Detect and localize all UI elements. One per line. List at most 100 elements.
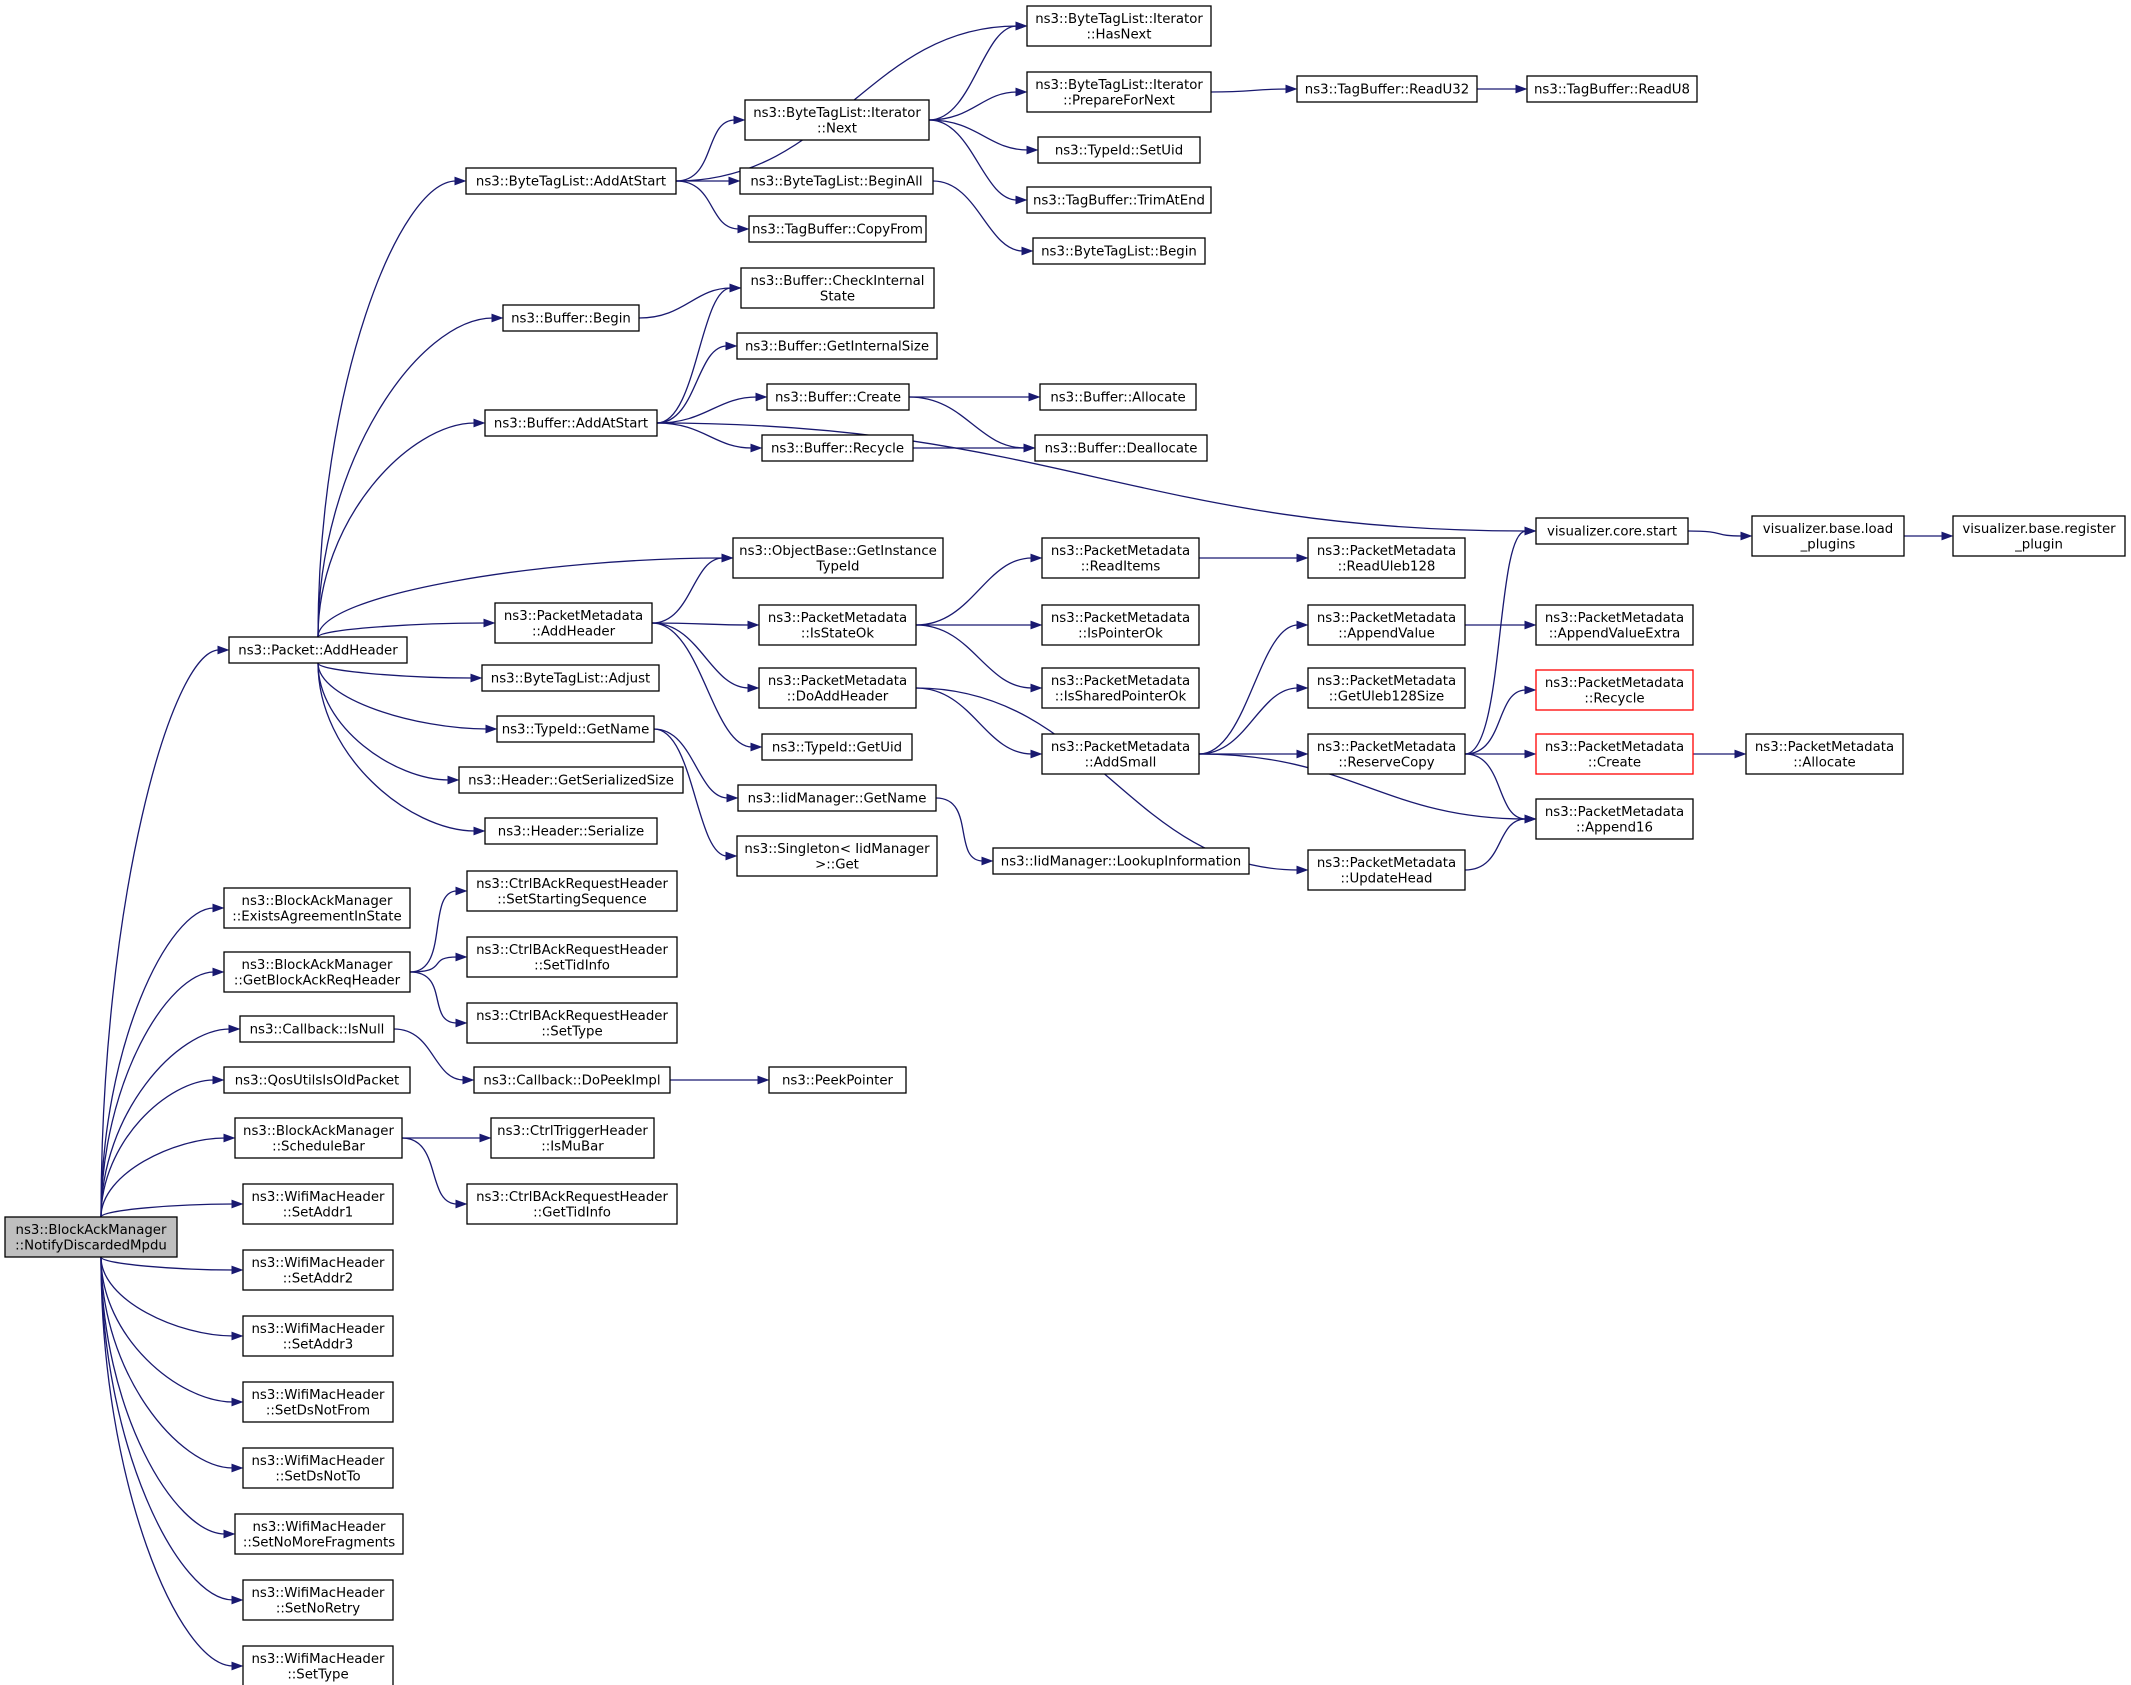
edge-root-to-set-addr1 <box>100 1199 244 1218</box>
node-pm-recycle[interactable]: ns3::PacketMetadata::Recycle <box>1535 669 1694 711</box>
edge-arrowhead <box>231 1265 244 1275</box>
node-tb-read-u32[interactable]: ns3::TagBuffer::ReadU32 <box>1296 75 1478 103</box>
node-label: _plugins <box>1800 537 1856 552</box>
node-hdr-serialize[interactable]: ns3::Header::Serialize <box>484 817 658 845</box>
node-buf-create[interactable]: ns3::Buffer::Create <box>766 383 910 411</box>
edge-root-to-add-header <box>100 645 230 1218</box>
edge-root-to-qos-old <box>100 1075 225 1218</box>
node-buf-begin[interactable]: ns3::Buffer::Begin <box>502 304 640 332</box>
node-pm-update-head[interactable]: ns3::PacketMetadata::UpdateHead <box>1307 849 1466 891</box>
node-exists-agreement[interactable]: ns3::BlockAckManager::ExistsAgreementInS… <box>223 887 411 929</box>
node-type-id-set-uid[interactable]: ns3::TypeId::SetUid <box>1037 136 1201 164</box>
node-label: ns3::Buffer::Recycle <box>771 442 904 457</box>
node-viz-register-plugin[interactable]: visualizer.base.register_plugin <box>1952 515 2126 557</box>
node-box <box>761 434 914 462</box>
node-pm-read-uleb128[interactable]: ns3::PacketMetadata::ReadUleb128 <box>1307 537 1466 579</box>
node-tb-trim-at-end[interactable]: ns3::TagBuffer::TrimAtEnd <box>1026 186 1212 214</box>
node-label: ns3::TagBuffer::ReadU32 <box>1305 83 1469 98</box>
node-box <box>1041 667 1200 709</box>
node-pm-create[interactable]: ns3::PacketMetadata::Create <box>1535 733 1694 775</box>
node-iid-get-name[interactable]: ns3::IidManager::GetName <box>737 784 937 812</box>
node-label: ns3::PacketMetadata <box>1317 856 1456 871</box>
node-pm-add-small[interactable]: ns3::PacketMetadata::AddSmall <box>1041 733 1200 775</box>
node-viz-core-start[interactable]: visualizer.core.start <box>1535 517 1689 545</box>
node-box <box>758 604 917 646</box>
node-pm-append-value-extra[interactable]: ns3::PacketMetadata::AppendValueExtra <box>1535 604 1694 646</box>
node-btl-iter-next[interactable]: ns3::ByteTagList::Iterator::Next <box>744 99 930 141</box>
node-hdr-get-ser-size[interactable]: ns3::Header::GetSerializedSize <box>458 766 684 794</box>
node-pm-is-shared-ptr-ok[interactable]: ns3::PacketMetadata::IsSharedPointerOk <box>1041 667 1200 709</box>
node-peek-pointer[interactable]: ns3::PeekPointer <box>768 1066 907 1094</box>
node-label: ns3::BlockAckManager <box>242 894 393 909</box>
node-set-addr1[interactable]: ns3::WifiMacHeader::SetAddr1 <box>242 1183 394 1225</box>
node-ctrl-set-start-seq[interactable]: ns3::CtrlBAckRequestHeader::SetStartingS… <box>466 870 678 912</box>
node-pm-do-add-header[interactable]: ns3::PacketMetadata::DoAddHeader <box>758 667 917 709</box>
node-type-id-get-uid[interactable]: ns3::TypeId::GetUid <box>761 733 913 761</box>
node-ctrl-set-tid-info[interactable]: ns3::CtrlBAckRequestHeader::SetTidInfo <box>466 936 678 978</box>
node-set-no-retry[interactable]: ns3::WifiMacHeader::SetNoRetry <box>242 1579 394 1621</box>
node-iid-lookup-info[interactable]: ns3::IidManager::LookupInformation <box>992 847 1250 875</box>
node-pm-allocate[interactable]: ns3::PacketMetadata::Allocate <box>1745 733 1904 775</box>
edge-arrowhead <box>473 826 486 836</box>
node-root[interactable]: ns3::BlockAckManager::NotifyDiscardedMpd… <box>4 1216 178 1258</box>
node-btl-begin-all[interactable]: ns3::ByteTagList::BeginAll <box>739 167 934 195</box>
node-label: ns3::Callback::DoPeekImpl <box>483 1074 660 1089</box>
node-tb-read-u8[interactable]: ns3::TagBuffer::ReadU8 <box>1526 75 1698 103</box>
node-cb-do-peek[interactable]: ns3::Callback::DoPeekImpl <box>473 1066 671 1094</box>
node-label: ::ReadUleb128 <box>1338 559 1436 574</box>
node-ctrl-get-tid-info[interactable]: ns3::CtrlBAckRequestHeader::GetTidInfo <box>466 1183 678 1225</box>
node-btl-begin[interactable]: ns3::ByteTagList::Begin <box>1032 237 1206 265</box>
node-label: ::SetStartingSequence <box>497 892 646 907</box>
node-pm-add-header[interactable]: ns3::PacketMetadata::AddHeader <box>494 602 653 644</box>
node-buf-get-internal-size[interactable]: ns3::Buffer::GetInternalSize <box>736 332 938 360</box>
node-box <box>1751 515 1905 557</box>
node-box <box>1041 733 1200 775</box>
node-singleton-get[interactable]: ns3::Singleton< IidManager>::Get <box>736 835 938 877</box>
node-btl-adjust[interactable]: ns3::ByteTagList::Adjust <box>481 664 660 692</box>
node-buf-deallocate[interactable]: ns3::Buffer::Deallocate <box>1034 434 1208 462</box>
node-pm-reserve-copy[interactable]: ns3::PacketMetadata::ReserveCopy <box>1307 733 1466 775</box>
node-cb-is-null[interactable]: ns3::Callback::IsNull <box>239 1015 395 1043</box>
node-type-id-get-name[interactable]: ns3::TypeId::GetName <box>496 715 655 743</box>
node-box <box>1307 604 1466 646</box>
node-set-addr2[interactable]: ns3::WifiMacHeader::SetAddr2 <box>242 1249 394 1291</box>
node-pm-is-state-ok[interactable]: ns3::PacketMetadata::IsStateOk <box>758 604 917 646</box>
node-btl-iter-has-next[interactable]: ns3::ByteTagList::Iterator::HasNext <box>1026 5 1212 47</box>
edge-btl-iter-next-to-type-id-set-uid <box>928 119 1039 155</box>
node-label: ns3::PeekPointer <box>782 1074 894 1089</box>
node-pm-get-uleb128-size[interactable]: ns3::PacketMetadata::GetUleb128Size <box>1307 667 1466 709</box>
node-label: ns3::WifiMacHeader <box>251 1388 385 1403</box>
node-set-ds-not-to[interactable]: ns3::WifiMacHeader::SetDsNotTo <box>242 1447 394 1489</box>
node-label: ::HasNext <box>1086 27 1151 42</box>
node-buf-allocate[interactable]: ns3::Buffer::Allocate <box>1039 383 1197 411</box>
node-set-addr3[interactable]: ns3::WifiMacHeader::SetAddr3 <box>242 1315 394 1357</box>
node-tb-copy-from[interactable]: ns3::TagBuffer::CopyFrom <box>748 215 927 243</box>
node-get-bar-header[interactable]: ns3::BlockAckManager::GetBlockAckReqHead… <box>223 951 411 993</box>
node-pm-read-items[interactable]: ns3::PacketMetadata::ReadItems <box>1041 537 1200 579</box>
node-label: ns3::PacketMetadata <box>1545 676 1684 691</box>
node-btl-add-at-start[interactable]: ns3::ByteTagList::AddAtStart <box>465 167 677 195</box>
node-pm-is-pointer-ok[interactable]: ns3::PacketMetadata::IsPointerOk <box>1041 604 1200 646</box>
edge-root-to-exists-agreement <box>100 903 225 1218</box>
node-set-ds-not-from[interactable]: ns3::WifiMacHeader::SetDsNotFrom <box>242 1381 394 1423</box>
node-viz-load-plugins[interactable]: visualizer.base.load_plugins <box>1751 515 1905 557</box>
node-qos-old[interactable]: ns3::QosUtilsIsOldPacket <box>223 1066 411 1094</box>
node-pm-append16[interactable]: ns3::PacketMetadata::Append16 <box>1535 798 1694 840</box>
node-add-header[interactable]: ns3::Packet::AddHeader <box>228 636 408 664</box>
node-buf-recycle[interactable]: ns3::Buffer::Recycle <box>761 434 914 462</box>
node-set-type[interactable]: ns3::WifiMacHeader::SetType <box>242 1645 394 1685</box>
node-trig-is-mu-bar[interactable]: ns3::CtrlTriggerHeader::IsMuBar <box>490 1117 655 1159</box>
node-set-no-more-frag[interactable]: ns3::WifiMacHeader::SetNoMoreFragments <box>234 1513 404 1555</box>
node-label: ::SetType <box>541 1024 602 1039</box>
node-box <box>466 936 678 978</box>
node-pm-append-value[interactable]: ns3::PacketMetadata::AppendValue <box>1307 604 1466 646</box>
node-ctrl-set-type[interactable]: ns3::CtrlBAckRequestHeader::SetType <box>466 1002 678 1044</box>
edge-arrowhead <box>747 620 760 630</box>
node-schedule-bar[interactable]: ns3::BlockAckManager::ScheduleBar <box>234 1117 403 1159</box>
node-label: visualizer.core.start <box>1547 525 1677 540</box>
edge-pm-add-small-to-pm-get-uleb128-size <box>1198 683 1309 755</box>
node-buf-add-at-start[interactable]: ns3::Buffer::AddAtStart <box>484 409 658 437</box>
node-btl-iter-prepare[interactable]: ns3::ByteTagList::Iterator::PrepareForNe… <box>1026 71 1212 113</box>
